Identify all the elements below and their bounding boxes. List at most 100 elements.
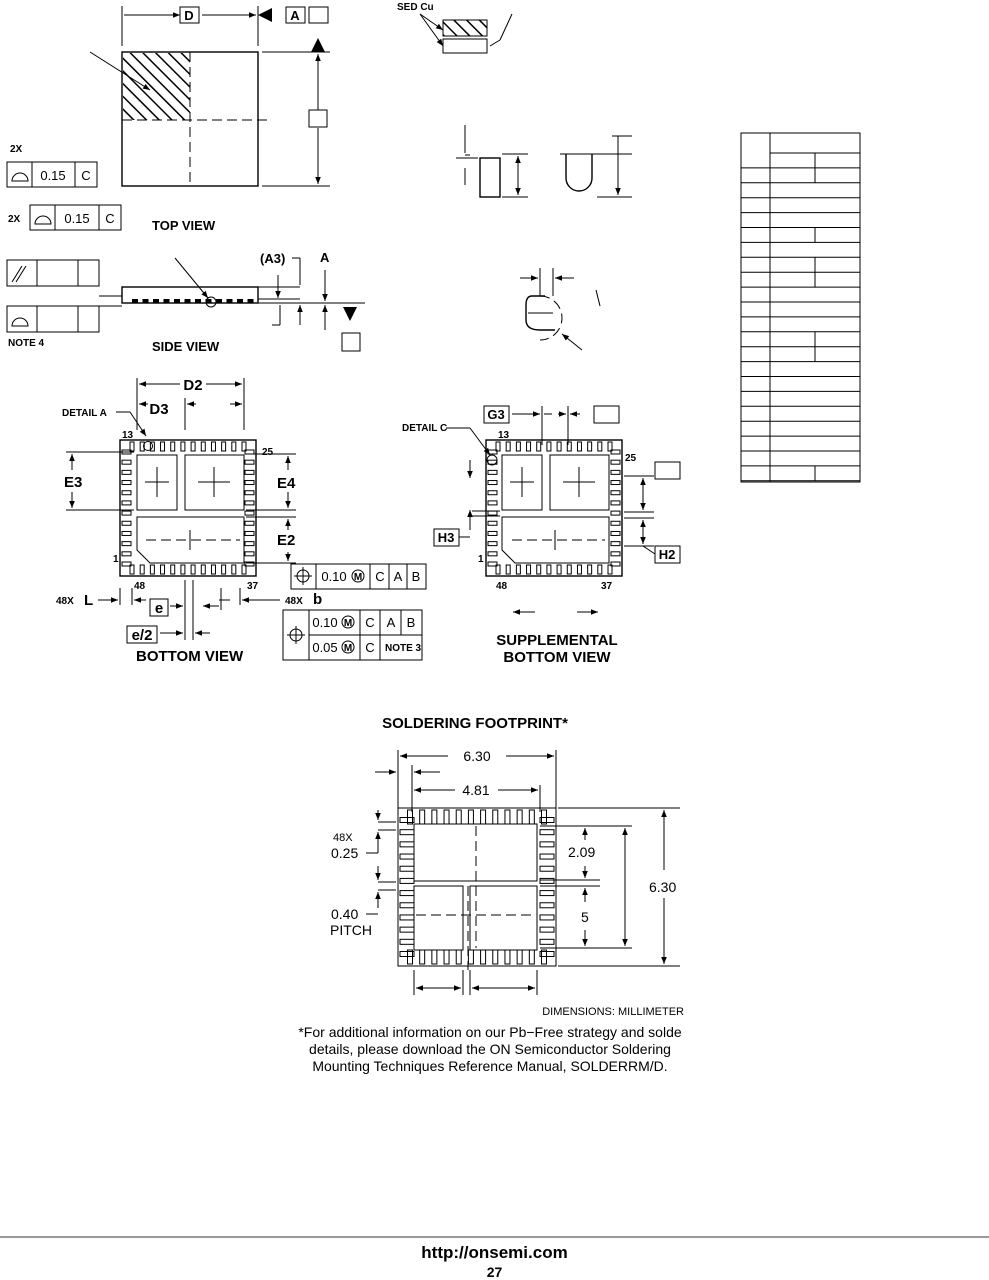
lead-pad (419, 809, 426, 825)
supp-pin-1-label: 1 (478, 554, 484, 565)
lead-pad (241, 441, 247, 452)
lead-pad (492, 949, 499, 965)
fcf-pos2-datum-c: C (365, 615, 374, 630)
top-view-title: TOP VIEW (152, 218, 216, 233)
lead-pad (399, 938, 415, 945)
lead-pad (566, 564, 572, 575)
footer-url[interactable]: http://onsemi.com (421, 1243, 568, 1262)
e2-label: E2 (277, 532, 295, 549)
lead-pad (587, 441, 593, 452)
fcf-pos2-datum-b: B (407, 615, 416, 630)
lead-pad (528, 809, 535, 825)
lead-pad (576, 441, 582, 452)
lead-pad (610, 480, 621, 486)
lead-pad (536, 441, 542, 452)
lead-pad (241, 564, 247, 575)
lead-pad (399, 877, 415, 884)
fcf-tolerance-1: 0.15 (40, 168, 65, 183)
lead-pad (121, 551, 132, 557)
pad-span-label: 4.81 (462, 782, 489, 798)
lead-pad (455, 949, 462, 965)
lead-pad (443, 949, 450, 965)
fcf-pos3-datum-c: C (365, 640, 374, 655)
two-x-label-2: 2X (8, 214, 21, 225)
lead-pad (610, 490, 621, 496)
side-lead (153, 299, 159, 303)
lead-pad (597, 441, 603, 452)
lead-pad (505, 564, 511, 575)
lead-pad (190, 564, 196, 575)
lead-pad (149, 564, 155, 575)
lead-pad (121, 469, 132, 475)
lead-pad (121, 541, 132, 547)
footprint-height-label: 6.30 (649, 879, 676, 895)
supp-pin-13-label: 13 (498, 430, 510, 441)
supp-pin-48-label: 48 (496, 581, 508, 592)
lead-pad (539, 853, 555, 860)
lead-pad (244, 459, 255, 465)
lead-pad (244, 541, 255, 547)
e-half-label: e/2 (132, 627, 153, 644)
mmc-modifier-2: M (344, 618, 352, 629)
lead-pad (221, 441, 227, 452)
lead-pad (170, 564, 176, 575)
lead-pad (210, 441, 216, 452)
soldering-title: SOLDERING FOOTPRINT* (382, 715, 568, 732)
pad-height-top-label: 2.09 (568, 844, 595, 860)
detail-a-label: DETAIL A (62, 408, 107, 419)
lead-pad (505, 441, 511, 452)
lead-pad (480, 949, 487, 965)
pad-width-label: 0.25 (331, 845, 358, 861)
lead-pad (480, 809, 487, 825)
lead-pad (244, 480, 255, 486)
lead-pad (610, 561, 621, 567)
lead-pad (487, 530, 498, 536)
lead-pad (231, 441, 237, 452)
lead-pad (597, 564, 603, 575)
lead-pad (244, 510, 255, 516)
b-label: b (313, 591, 322, 608)
l-count-label: 48X (56, 596, 74, 607)
lead-pad (210, 564, 216, 575)
lead-pad (121, 500, 132, 506)
g3-label: G3 (487, 407, 504, 422)
lead-pad (539, 841, 555, 848)
lead-pad (566, 441, 572, 452)
fcf-position-tol-2: 0.10 (312, 615, 337, 630)
side-lead (237, 299, 243, 303)
supp-pin-25-label: 25 (625, 453, 637, 464)
lead-pad (516, 809, 523, 825)
lead-pad (610, 469, 621, 475)
lead-pad (607, 441, 613, 452)
lead-pad (121, 520, 132, 526)
lead-pad (556, 564, 562, 575)
lead-pad (190, 441, 196, 452)
pad-count-label: 48X (333, 832, 353, 844)
lead-pad (180, 564, 186, 575)
lead-pad (610, 541, 621, 547)
l-label: L (84, 592, 93, 609)
lead-pad (487, 510, 498, 516)
lead-pad (244, 520, 255, 526)
lead-pad (160, 441, 166, 452)
a3-label: (A3) (260, 251, 285, 266)
side-lead (247, 299, 254, 303)
lead-pad (495, 441, 501, 452)
lead-pad (221, 564, 227, 575)
lead-pad (539, 914, 555, 921)
lead-pad (487, 500, 498, 506)
lead-pad (121, 490, 132, 496)
lead-pad (200, 441, 206, 452)
pitch-value-label: 0.40 (331, 906, 358, 922)
lead-pad (539, 829, 555, 836)
side-lead (174, 299, 180, 303)
lead-pad (121, 480, 132, 486)
lead-pad (139, 564, 145, 575)
lead-pad (399, 926, 415, 933)
lead-pad (467, 809, 474, 825)
lead-pad (556, 441, 562, 452)
lead-pad (610, 520, 621, 526)
lead-pad (610, 530, 621, 536)
lead-pad (129, 441, 135, 452)
pin-48-label: 48 (134, 581, 146, 592)
